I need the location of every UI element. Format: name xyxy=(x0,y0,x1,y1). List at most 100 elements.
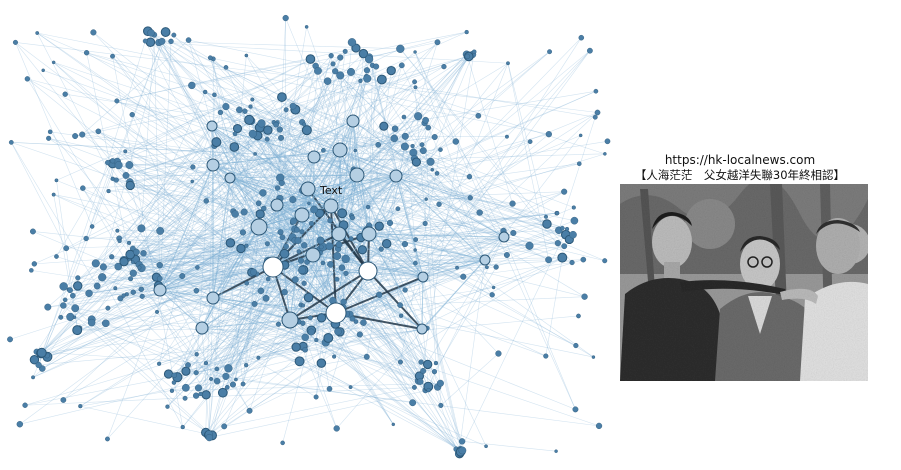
edge xyxy=(159,289,421,382)
edge xyxy=(132,129,308,263)
graph-node xyxy=(413,237,419,242)
graph-node xyxy=(192,392,200,399)
graph-node xyxy=(381,239,392,249)
edge xyxy=(226,120,354,388)
edge xyxy=(350,71,456,142)
edge xyxy=(170,41,570,240)
edge xyxy=(307,78,368,190)
graph-node xyxy=(179,273,186,279)
edge xyxy=(368,175,397,235)
graph-node xyxy=(363,67,371,74)
edge xyxy=(328,259,486,339)
edge xyxy=(117,230,337,314)
edge xyxy=(223,149,341,427)
graph-node xyxy=(327,217,333,224)
edge xyxy=(367,145,413,272)
graph-node xyxy=(257,119,266,128)
edge xyxy=(258,328,423,359)
graph-node xyxy=(255,209,265,219)
edge xyxy=(159,66,445,232)
edge xyxy=(125,151,309,204)
graph-node xyxy=(336,71,345,80)
graph-node xyxy=(310,205,319,214)
edge xyxy=(205,91,397,177)
edge xyxy=(235,379,600,427)
edge xyxy=(15,42,93,227)
edge xyxy=(252,99,337,314)
edge xyxy=(216,136,406,143)
graph-node xyxy=(224,172,236,184)
graph-node xyxy=(386,65,396,76)
graph-node xyxy=(229,381,236,388)
edge xyxy=(205,230,504,396)
edge xyxy=(235,212,480,380)
edge xyxy=(336,279,442,406)
graph-node xyxy=(347,38,357,47)
edge xyxy=(70,125,213,318)
graph-node xyxy=(125,161,134,169)
graph-node xyxy=(60,302,67,309)
edge xyxy=(130,185,247,284)
edge xyxy=(211,125,281,199)
edge xyxy=(102,276,487,447)
edge xyxy=(161,41,231,179)
graph-node xyxy=(323,332,334,343)
graph-node xyxy=(274,185,281,191)
edge xyxy=(212,164,278,206)
edge xyxy=(260,213,423,330)
graph-node xyxy=(73,281,83,291)
edge xyxy=(125,56,468,152)
graph-node xyxy=(236,243,246,254)
edge xyxy=(86,52,594,358)
edge xyxy=(24,312,337,406)
edge xyxy=(37,32,278,206)
edge xyxy=(226,226,260,388)
edge xyxy=(335,70,396,129)
graph-node xyxy=(580,256,587,263)
graph-node xyxy=(338,264,346,271)
edge xyxy=(86,52,433,171)
edge xyxy=(211,125,278,189)
graph-node xyxy=(289,196,297,204)
edge xyxy=(11,142,260,228)
graph-node xyxy=(212,92,217,98)
graph-node xyxy=(140,250,147,257)
graph-node xyxy=(47,129,53,135)
edge xyxy=(242,232,254,273)
graph-node xyxy=(343,270,349,276)
edge xyxy=(263,187,278,209)
graph-node xyxy=(121,293,126,298)
graph-node xyxy=(85,289,93,298)
edge xyxy=(335,234,574,325)
edge xyxy=(209,389,429,438)
edge xyxy=(116,54,473,181)
edge xyxy=(27,78,341,333)
edge xyxy=(11,142,67,249)
edge xyxy=(403,116,425,124)
edge xyxy=(132,248,214,299)
graph-node xyxy=(142,38,148,44)
edge xyxy=(159,41,172,291)
edge xyxy=(372,65,463,452)
edge xyxy=(249,119,568,230)
graph-node xyxy=(168,38,174,45)
graph-node xyxy=(422,220,428,226)
graph-node xyxy=(331,226,347,242)
graph-node xyxy=(105,436,110,442)
edge xyxy=(330,55,353,319)
graph-node xyxy=(165,404,170,409)
graph-node xyxy=(193,370,199,376)
graph-node xyxy=(458,446,467,455)
edge xyxy=(36,351,206,364)
graph-node xyxy=(157,361,162,366)
edge xyxy=(422,276,576,346)
edge xyxy=(119,149,341,239)
edge xyxy=(159,226,260,291)
edge xyxy=(245,226,260,366)
edge xyxy=(82,187,131,255)
graph-node xyxy=(319,244,324,250)
graph-node xyxy=(395,206,401,212)
edge xyxy=(213,58,315,158)
edge xyxy=(47,214,303,356)
graph-node xyxy=(545,131,552,138)
